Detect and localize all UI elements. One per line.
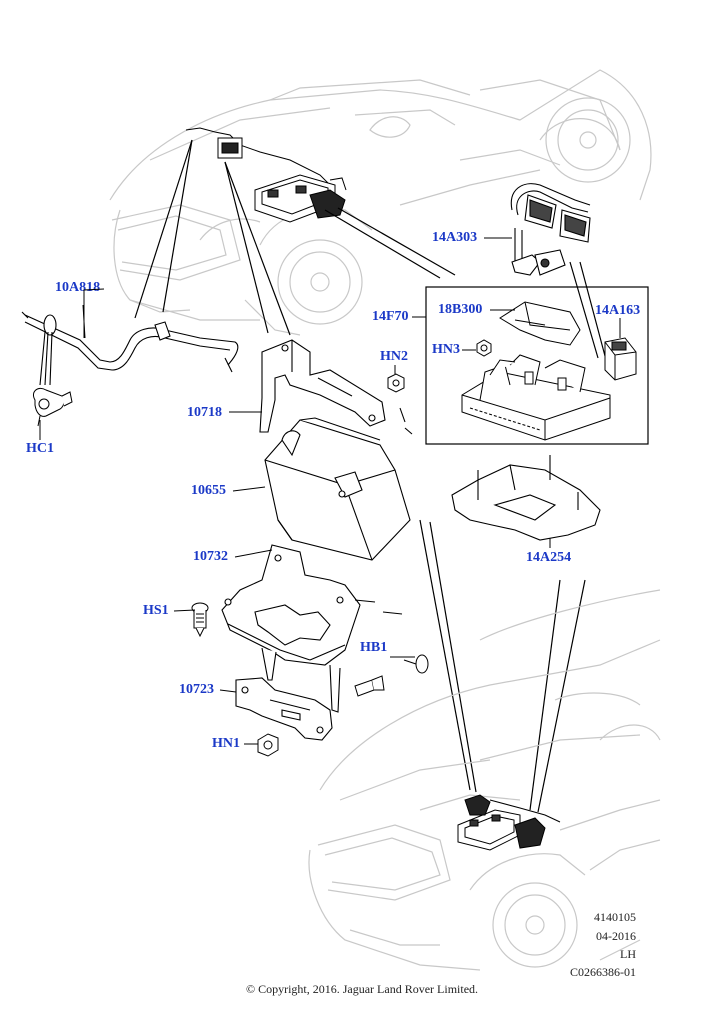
vehicle-bottom-components (457, 794, 561, 851)
label-hn1[interactable]: HN1 (212, 736, 240, 751)
label-14a163[interactable]: 14A163 (595, 303, 641, 318)
label-hc1[interactable]: HC1 (26, 441, 54, 456)
diagram-side: LH (620, 947, 636, 961)
label-18b300[interactable]: 18B300 (438, 302, 483, 317)
label-hb1[interactable]: HB1 (360, 640, 388, 655)
leader-lines-bottom (419, 519, 586, 813)
harness-14a303 (510, 183, 591, 276)
fuse-box-body (461, 354, 611, 441)
diagram-ref: 4140105 (594, 910, 636, 924)
vehicle-bottom-ghost (308, 589, 661, 971)
nut-hn2 (387, 373, 405, 393)
label-14a254[interactable]: 14A254 (526, 550, 572, 565)
vehicle-top-components (185, 127, 347, 223)
copyright-notice: © Copyright, 2016. Jaguar Land Rover Lim… (245, 982, 479, 996)
leader-14a303 (569, 261, 606, 359)
label-10723[interactable]: 10723 (179, 682, 214, 697)
diagram-date: 04-2016 (596, 929, 636, 943)
leader-lines-top (134, 139, 456, 336)
tray-10732 (221, 544, 361, 713)
clip-hc1 (32, 387, 73, 427)
label-10718[interactable]: 10718 (187, 405, 222, 420)
fuse-box-frame (425, 286, 649, 445)
plate-10723 (235, 677, 333, 741)
nut-hn3 (476, 339, 492, 357)
battery-10655 (264, 417, 411, 561)
label-hs1[interactable]: HS1 (143, 603, 169, 618)
label-14f70[interactable]: 14F70 (372, 309, 409, 324)
bracket-14a254 (451, 455, 601, 541)
relay-14a163 (604, 337, 637, 381)
label-10655[interactable]: 10655 (191, 483, 226, 498)
diagram-code: C0266386-01 (570, 965, 636, 979)
label-hn2[interactable]: HN2 (380, 349, 408, 364)
bracket-10718 (259, 339, 386, 433)
label-hn3[interactable]: HN3 (432, 342, 460, 357)
bolt-hs1 (191, 602, 209, 638)
nut-hn1 (257, 733, 279, 757)
label-10732[interactable]: 10732 (193, 549, 228, 564)
dash-marks (354, 407, 413, 615)
label-14a303[interactable]: 14A303 (432, 230, 478, 245)
bolt-hb1 (354, 654, 429, 697)
harness-10a818 (21, 304, 239, 386)
cover-18b300 (499, 301, 581, 346)
label-10a818[interactable]: 10A818 (55, 280, 101, 295)
